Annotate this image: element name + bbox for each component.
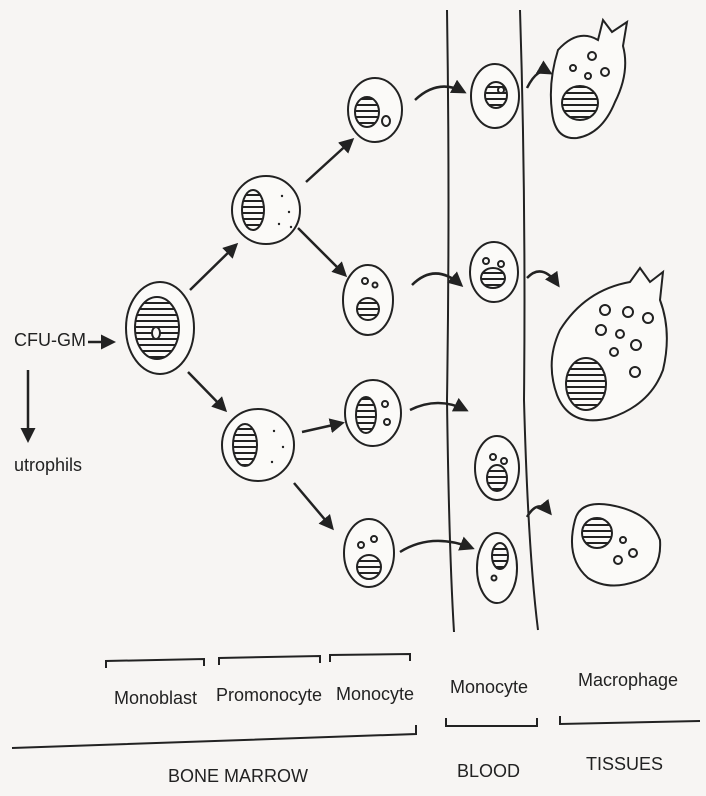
arrow-promono-to-mono-3	[302, 423, 342, 432]
arrow-promono-to-mono-1	[306, 140, 352, 182]
arrow-to-tissue-2	[527, 271, 558, 285]
promonocyte-cell-top	[232, 176, 300, 244]
vessel-wall-left	[447, 10, 454, 632]
arrow-to-tissue-1	[527, 71, 550, 88]
arrow-monoblast-to-promono-top	[190, 245, 236, 290]
arrow-promono-to-mono-2	[298, 228, 345, 275]
bone-marrow-label: BONE MARROW	[168, 766, 308, 787]
monoblast-cell	[126, 282, 194, 374]
bracket-monocyte-blood	[446, 718, 537, 726]
bracket-promonocyte	[219, 656, 320, 665]
monoblast-label: Monoblast	[114, 688, 197, 709]
macrophage-cell-2	[552, 268, 667, 420]
monocyte-marrow-cell-4	[344, 519, 394, 587]
arrow-to-blood-1	[415, 87, 464, 100]
macrophage-label: Macrophage	[578, 670, 678, 691]
macrophage-cell-3	[572, 504, 660, 586]
monocyte-blood-cell-1	[471, 64, 519, 128]
arrow-promono-to-mono-4	[294, 483, 332, 528]
arrow-monoblast-to-promono-bottom	[188, 372, 225, 410]
monocyte-marrow-cell-2	[343, 265, 393, 335]
monocyte-blood-cell-2	[470, 242, 518, 302]
monocyte-blood-cell-3	[475, 436, 519, 500]
monocyte-blood-cell-4	[477, 533, 517, 603]
cells	[126, 20, 667, 603]
macrophage-cell-1	[551, 20, 627, 138]
monocyte-marrow-label: Monocyte	[336, 684, 414, 705]
blood-label: BLOOD	[457, 761, 520, 782]
arrow-to-tissue-3	[527, 506, 550, 517]
bracket-macrophage	[560, 716, 700, 724]
monocyte-marrow-cell-1	[348, 78, 402, 142]
arrow-to-blood-2	[412, 274, 461, 286]
bracket-monoblast	[106, 659, 204, 668]
promonocyte-cell-bottom	[222, 409, 294, 481]
neutrophils-label: utrophils	[14, 455, 82, 476]
vessel-wall-right	[520, 10, 538, 630]
promonocyte-label: Promonocyte	[216, 685, 322, 706]
arrow-to-blood-3	[410, 403, 466, 410]
arrow-to-blood-4	[400, 541, 472, 552]
cfu-gm-label: CFU-GM	[14, 330, 86, 351]
tissues-label: TISSUES	[586, 754, 663, 775]
monocyte-blood-label: Monocyte	[450, 677, 528, 698]
bracket-monocyte-marrow	[330, 654, 410, 662]
monocyte-marrow-cell-3	[345, 380, 401, 446]
bracket-bone-marrow	[12, 725, 416, 748]
